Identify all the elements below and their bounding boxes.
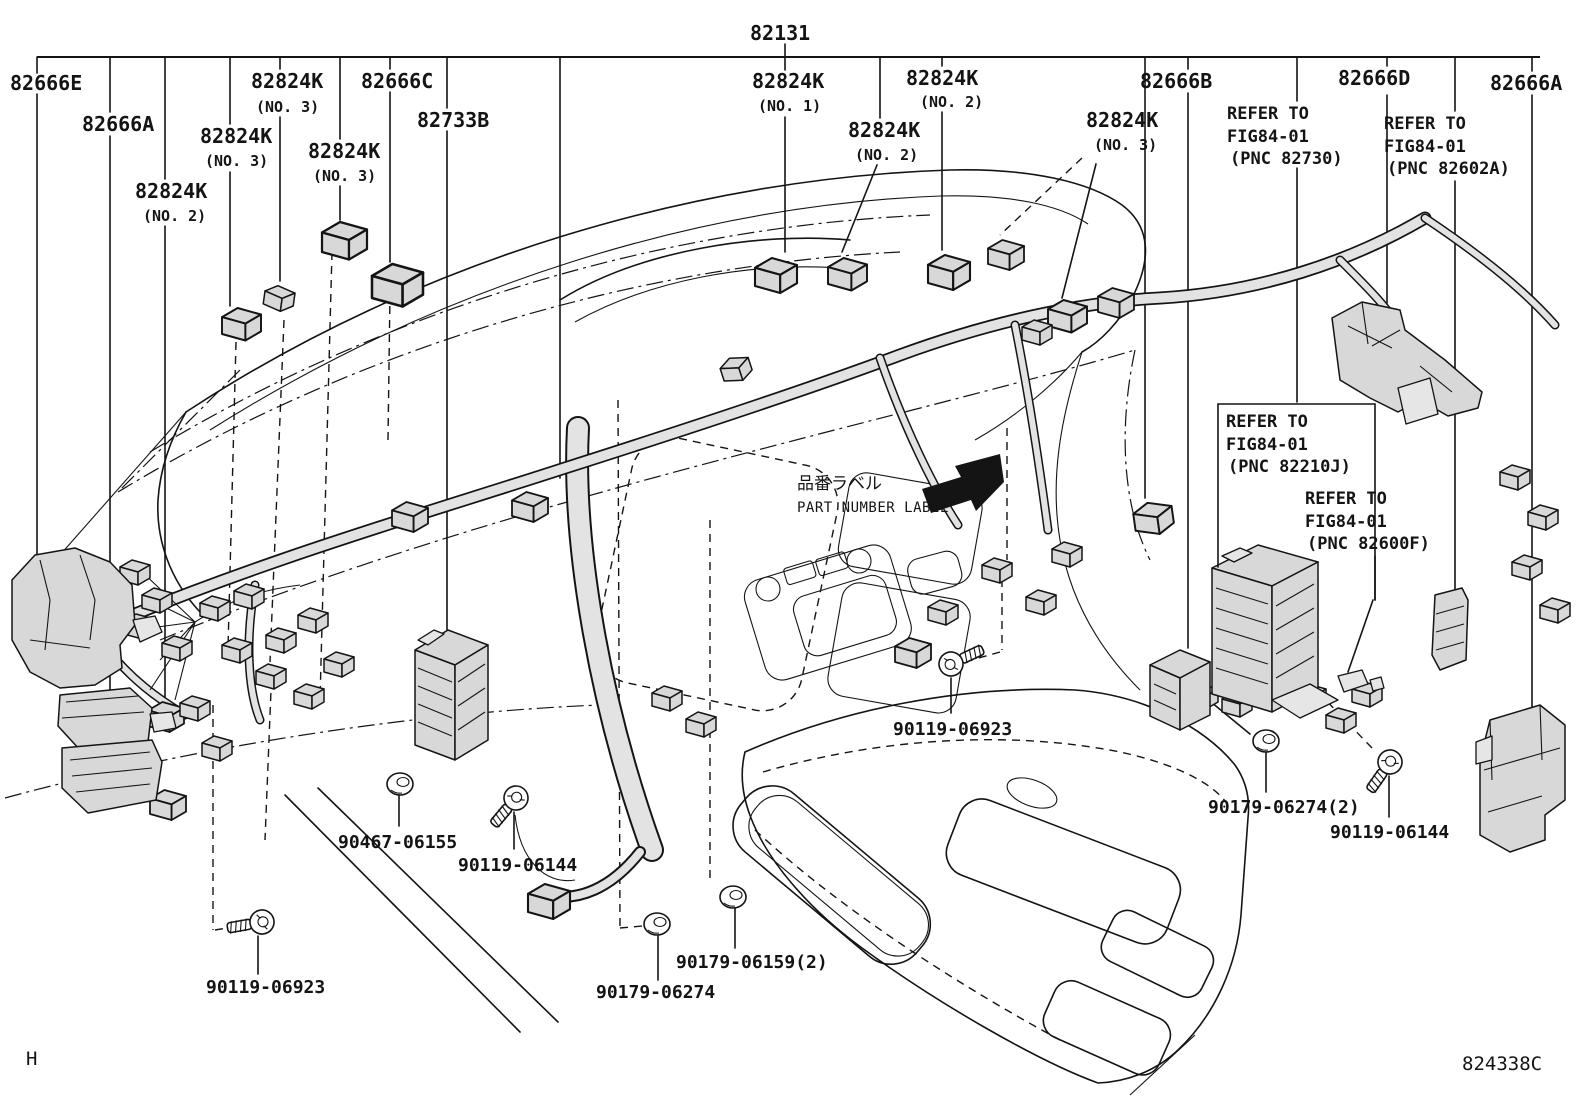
callout-82666D: 82666D	[1338, 66, 1410, 90]
callout-82666C: 82666C	[361, 69, 433, 93]
callout-82131-main: 82131	[750, 21, 810, 45]
callout-82824K-no1-sub: (NO. 1)	[758, 97, 821, 115]
part-number-label-en: PART NUMBER LABEL	[797, 500, 949, 516]
part-relay-block	[1149, 649, 1211, 731]
callout-82666A-left: 82666A	[82, 112, 154, 136]
refer-note-82602A-l3: (PNC 82602A)	[1387, 159, 1510, 179]
callout-82824K-no3-c-sub: (NO. 3)	[313, 167, 376, 185]
part-82666E-cover	[11, 547, 163, 689]
callout-90179-06159: 90179-06159(2)	[676, 952, 828, 973]
callout-82824K-no2-c-sub: (NO. 2)	[920, 93, 983, 111]
fasteners	[224, 637, 1408, 981]
steering-column	[514, 416, 664, 921]
callout-82824K-no2-c: 82824K	[906, 66, 978, 90]
callout-82824K-no2-b: 82824K	[848, 118, 920, 142]
screw-90119-06144-right	[1359, 744, 1408, 799]
grommet-90467-06155	[386, 772, 414, 796]
refer-note-82600F-l1: REFER TO	[1305, 489, 1387, 509]
callout-90119-06144-left: 90119-06144	[458, 855, 577, 876]
part-number-label-arrow	[922, 454, 1004, 513]
callout-82824K-no3-d: 82824K	[1086, 108, 1158, 132]
callout-90179-06274-2: 90179-06274(2)	[1208, 797, 1360, 818]
refer-note-82730-l1: REFER TO	[1227, 104, 1309, 124]
refer-note-82600F-l3: (PNC 82600F)	[1307, 534, 1430, 554]
nut-90179-06274-2	[1252, 729, 1280, 753]
callout-82824K-no1: 82824K	[752, 69, 824, 93]
dashboard-outline	[4, 169, 1196, 1096]
callout-82824K-no3-d-sub: (NO. 3)	[1094, 136, 1157, 154]
labels: 82666E 82666A 82824K (NO. 2) 82824K (NO.…	[10, 21, 1562, 1075]
part-number-label-jp: 品番ラベル	[797, 474, 882, 494]
refer-note-82210J-l2: FIG84-01	[1226, 435, 1308, 455]
nut-90179-06274	[643, 912, 671, 936]
part-82733B-junction-block	[414, 629, 489, 761]
part-right-junction-block	[1211, 544, 1339, 719]
part-small-brackets	[1337, 669, 1385, 693]
callout-82824K-no2-a-sub: (NO. 2)	[143, 207, 206, 225]
callout-82824K-no2-b-sub: (NO. 2)	[855, 146, 918, 164]
callout-82666A-right: 82666A	[1490, 71, 1562, 95]
callout-82666B: 82666B	[1140, 69, 1212, 93]
refer-note-82210J-l1: REFER TO	[1226, 412, 1308, 432]
sheet-corner-mark: H	[26, 1048, 37, 1070]
callout-82733B: 82733B	[417, 108, 489, 132]
callout-82824K-no2-a: 82824K	[135, 179, 207, 203]
screw-90119-06923-center	[934, 637, 989, 681]
callout-82824K-no3-c: 82824K	[308, 139, 380, 163]
callout-82666E: 82666E	[10, 71, 82, 95]
part-lower-right-connector	[1475, 704, 1566, 853]
part-82666A-right	[1431, 587, 1469, 671]
screw-90119-06923-left	[224, 907, 277, 941]
drawing-code: 824338C	[1462, 1053, 1542, 1075]
refer-note-box	[1217, 403, 1376, 673]
callout-90179-06274: 90179-06274	[596, 982, 715, 1003]
refer-note-82602A-l1: REFER TO	[1384, 114, 1466, 134]
refer-note-82600F-l2: FIG84-01	[1305, 512, 1387, 532]
leader-lines	[36, 43, 1533, 931]
callout-82824K-no3-b: 82824K	[251, 69, 323, 93]
screw-90119-06144-left	[483, 780, 534, 834]
climate-control-panel	[743, 544, 963, 681]
callout-90119-06923-center: 90119-06923	[893, 719, 1012, 740]
refer-note-82602A-l2: FIG84-01	[1384, 137, 1466, 157]
callout-82824K-no3-a: 82824K	[200, 124, 272, 148]
callout-82824K-no3-a-sub: (NO. 3)	[205, 152, 268, 170]
refer-note-82730-l2: FIG84-01	[1227, 127, 1309, 147]
refer-note-82730-l3: (PNC 82730)	[1230, 149, 1343, 169]
callout-90119-06144-right: 90119-06144	[1330, 822, 1449, 843]
callout-90119-06923-left: 90119-06923	[206, 977, 325, 998]
nut-90179-06159	[719, 885, 747, 909]
center-console	[732, 688, 1250, 1084]
part-82666A-bin	[57, 687, 177, 814]
callout-90467-06155: 90467-06155	[338, 832, 457, 853]
part-82666D-connector	[1331, 301, 1483, 425]
callout-82824K-no3-b-sub: (NO. 3)	[256, 98, 319, 116]
refer-note-82210J-l3: (PNC 82210J)	[1228, 457, 1351, 477]
